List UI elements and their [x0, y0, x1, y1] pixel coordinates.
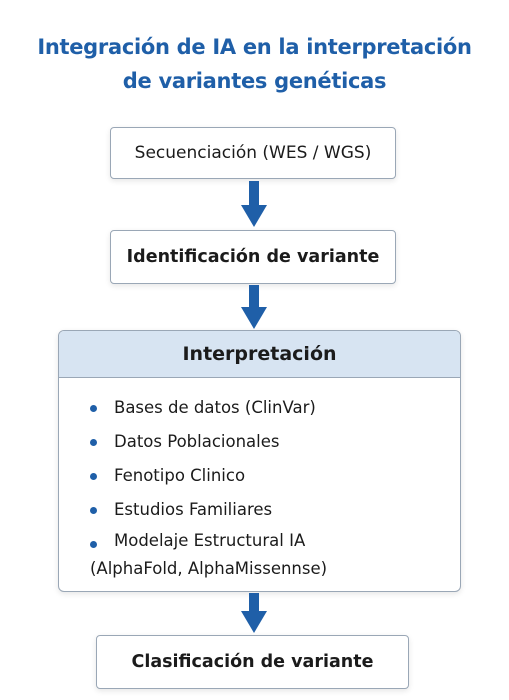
step-sequencing: Secuenciación (WES / WGS) [110, 127, 396, 179]
arrow-down-icon [241, 181, 267, 227]
list-item: Bases de datos (ClinVar) [90, 391, 460, 425]
title-line-2: de variantes genéticas [122, 69, 387, 93]
title-line-1: Integración de IA en la interpretación [37, 35, 472, 59]
interpretation-heading: Interpretación [59, 331, 460, 378]
interpretation-list: Bases de datos (ClinVar) Datos Poblacion… [59, 378, 460, 583]
list-item: Estudios Familiares [90, 493, 460, 527]
arrow-down-icon [241, 593, 267, 633]
interpretation-panel: Interpretación Bases de datos (ClinVar) … [58, 330, 461, 592]
list-item: Modelaje Estructural IA (AlphaFold, Alph… [90, 527, 460, 583]
step-variant-classification: Clasificación de variante [96, 635, 409, 689]
list-item: Datos Poblacionales [90, 425, 460, 459]
list-item-label: Modelaje Estructural IA [114, 531, 306, 550]
list-item: Fenotipo Clinico [90, 459, 460, 493]
diagram-title: Integración de IA en la interpretación d… [0, 30, 509, 98]
arrow-down-icon [241, 285, 267, 329]
step-variant-identification: Identificación de variante [110, 230, 396, 284]
list-item-continuation: (AlphaFold, AlphaMissennse) [90, 559, 328, 578]
